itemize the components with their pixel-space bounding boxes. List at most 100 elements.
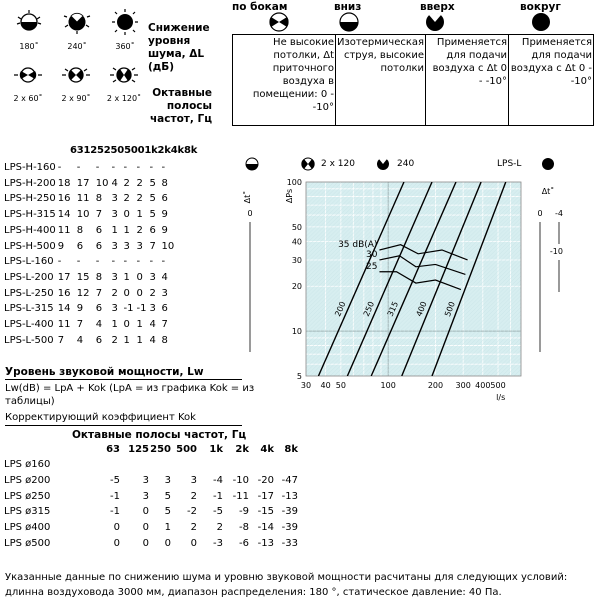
power-cell: -47 (281, 474, 298, 486)
noise-row-model: LPS-L-250 (4, 287, 54, 299)
noise-cell: 12 (76, 287, 90, 299)
hatch-line (306, 182, 343, 218)
noise-cell: 4 (149, 334, 156, 346)
diffuser-header-sides: по бокам (232, 1, 288, 13)
hatch-line (425, 283, 521, 376)
power-cell: -9 (239, 506, 249, 518)
y-tick-label: 10 (292, 327, 302, 336)
power-title-rule (5, 379, 242, 380)
power-cell (96, 457, 120, 473)
hatch-line (349, 209, 521, 376)
noise-cell: - (76, 162, 81, 173)
noise-cell: - (57, 256, 62, 268)
power-cell: -39 (281, 522, 298, 534)
hatch-line (365, 225, 521, 376)
noise-line-25 (379, 271, 462, 291)
noise-cell: 7 (161, 319, 168, 331)
noise-cell: 0 (136, 271, 143, 283)
noise-row-model: LPS-L-160 (4, 256, 54, 268)
hatch-line (345, 205, 521, 376)
noise-cell: 10 (76, 209, 90, 221)
legend-model-label: LPS-L (497, 159, 522, 169)
power-header-cell: 500 (176, 444, 197, 455)
hatch-line (393, 252, 521, 376)
power-cell: -10 (232, 474, 249, 486)
hatch-line (306, 182, 471, 342)
noise-row-model: LPS-H-160 (4, 162, 56, 173)
legend-2x120-label: 2 x 120 (321, 159, 355, 169)
noise-cell: - (57, 162, 62, 173)
power-row-model: LPS ø200 (4, 474, 51, 486)
hatch-line (306, 182, 427, 299)
hatch-line (306, 182, 479, 350)
power-cell: 3 (142, 474, 149, 486)
power-cell (249, 457, 274, 473)
hatch-line (417, 275, 521, 376)
hatch-line (306, 182, 375, 249)
noise-cell: 4 (76, 334, 84, 346)
hatch-line (236, 182, 242, 376)
y-tick-label: 40 (292, 237, 302, 246)
noise-cell: - (136, 256, 141, 268)
power-cell: -3 (213, 537, 223, 549)
hatch-line (321, 182, 521, 376)
noise-cell: 6 (95, 224, 103, 236)
noise-cell: 6 (95, 303, 103, 315)
power-row-model: LPS ø315 (4, 506, 51, 518)
hatch-line (306, 182, 371, 245)
noise-cell: 4 (111, 177, 118, 189)
noise-cell: 5 (149, 209, 156, 221)
noise-cell: 8 (161, 177, 168, 189)
diffuser-down-icon (339, 12, 359, 32)
diffuser-sides-icon (269, 12, 289, 32)
hatch-line (469, 326, 521, 376)
noise-cell: 11 (57, 319, 71, 331)
noise-cell: 9 (57, 240, 65, 252)
hatch-line (306, 182, 431, 303)
hatch-line (306, 182, 415, 288)
noise-cell: 1 (123, 334, 130, 346)
power-correction-label: Корректирующий коэффициент Kok (5, 412, 196, 423)
power-header-cell: 125 (128, 444, 149, 455)
hatch-line (306, 182, 507, 376)
series-line-315 (370, 182, 457, 376)
power-row-model: LPS ø400 (4, 522, 51, 534)
noise-cell: 4 (161, 271, 168, 283)
power-header-cell: 4k (260, 444, 274, 455)
power-cell: 0 (113, 522, 120, 534)
noise-row-model: LPS-H-315 (4, 209, 56, 221)
hatch-line (236, 182, 294, 376)
hatch-line (445, 302, 521, 376)
hatch-line (306, 182, 347, 222)
noise-cell: 3 (136, 240, 143, 252)
diffuser-around-icon (532, 13, 550, 31)
noise-cell: 0 (123, 319, 130, 331)
right-dt-tick: 0 (537, 209, 542, 218)
power-cell: -11 (232, 490, 249, 502)
power-cell (120, 457, 149, 473)
noise-cell: 1 (136, 209, 143, 221)
noise-cell: - (161, 162, 166, 173)
noise-cell: 7 (149, 240, 156, 252)
hatch-line (306, 182, 435, 307)
icon-label-240: 240˚ (67, 42, 87, 51)
power-cell: -2 (187, 506, 197, 518)
noise-cell: 2 (111, 287, 118, 299)
hatch-line (306, 182, 475, 346)
plot-frame (305, 181, 522, 377)
noise-cell: 0 (123, 287, 130, 299)
power-header-blank (4, 442, 96, 457)
hatch-line (236, 182, 286, 376)
icon-label-2x90: 2 x 90˚ (61, 94, 91, 103)
y-tick-label: 20 (292, 282, 302, 291)
noise-cell: 7 (76, 319, 84, 331)
noise-cell: 9 (76, 303, 84, 315)
noise-cell: 1 (123, 224, 130, 236)
noise-cell: 2 (111, 334, 118, 346)
